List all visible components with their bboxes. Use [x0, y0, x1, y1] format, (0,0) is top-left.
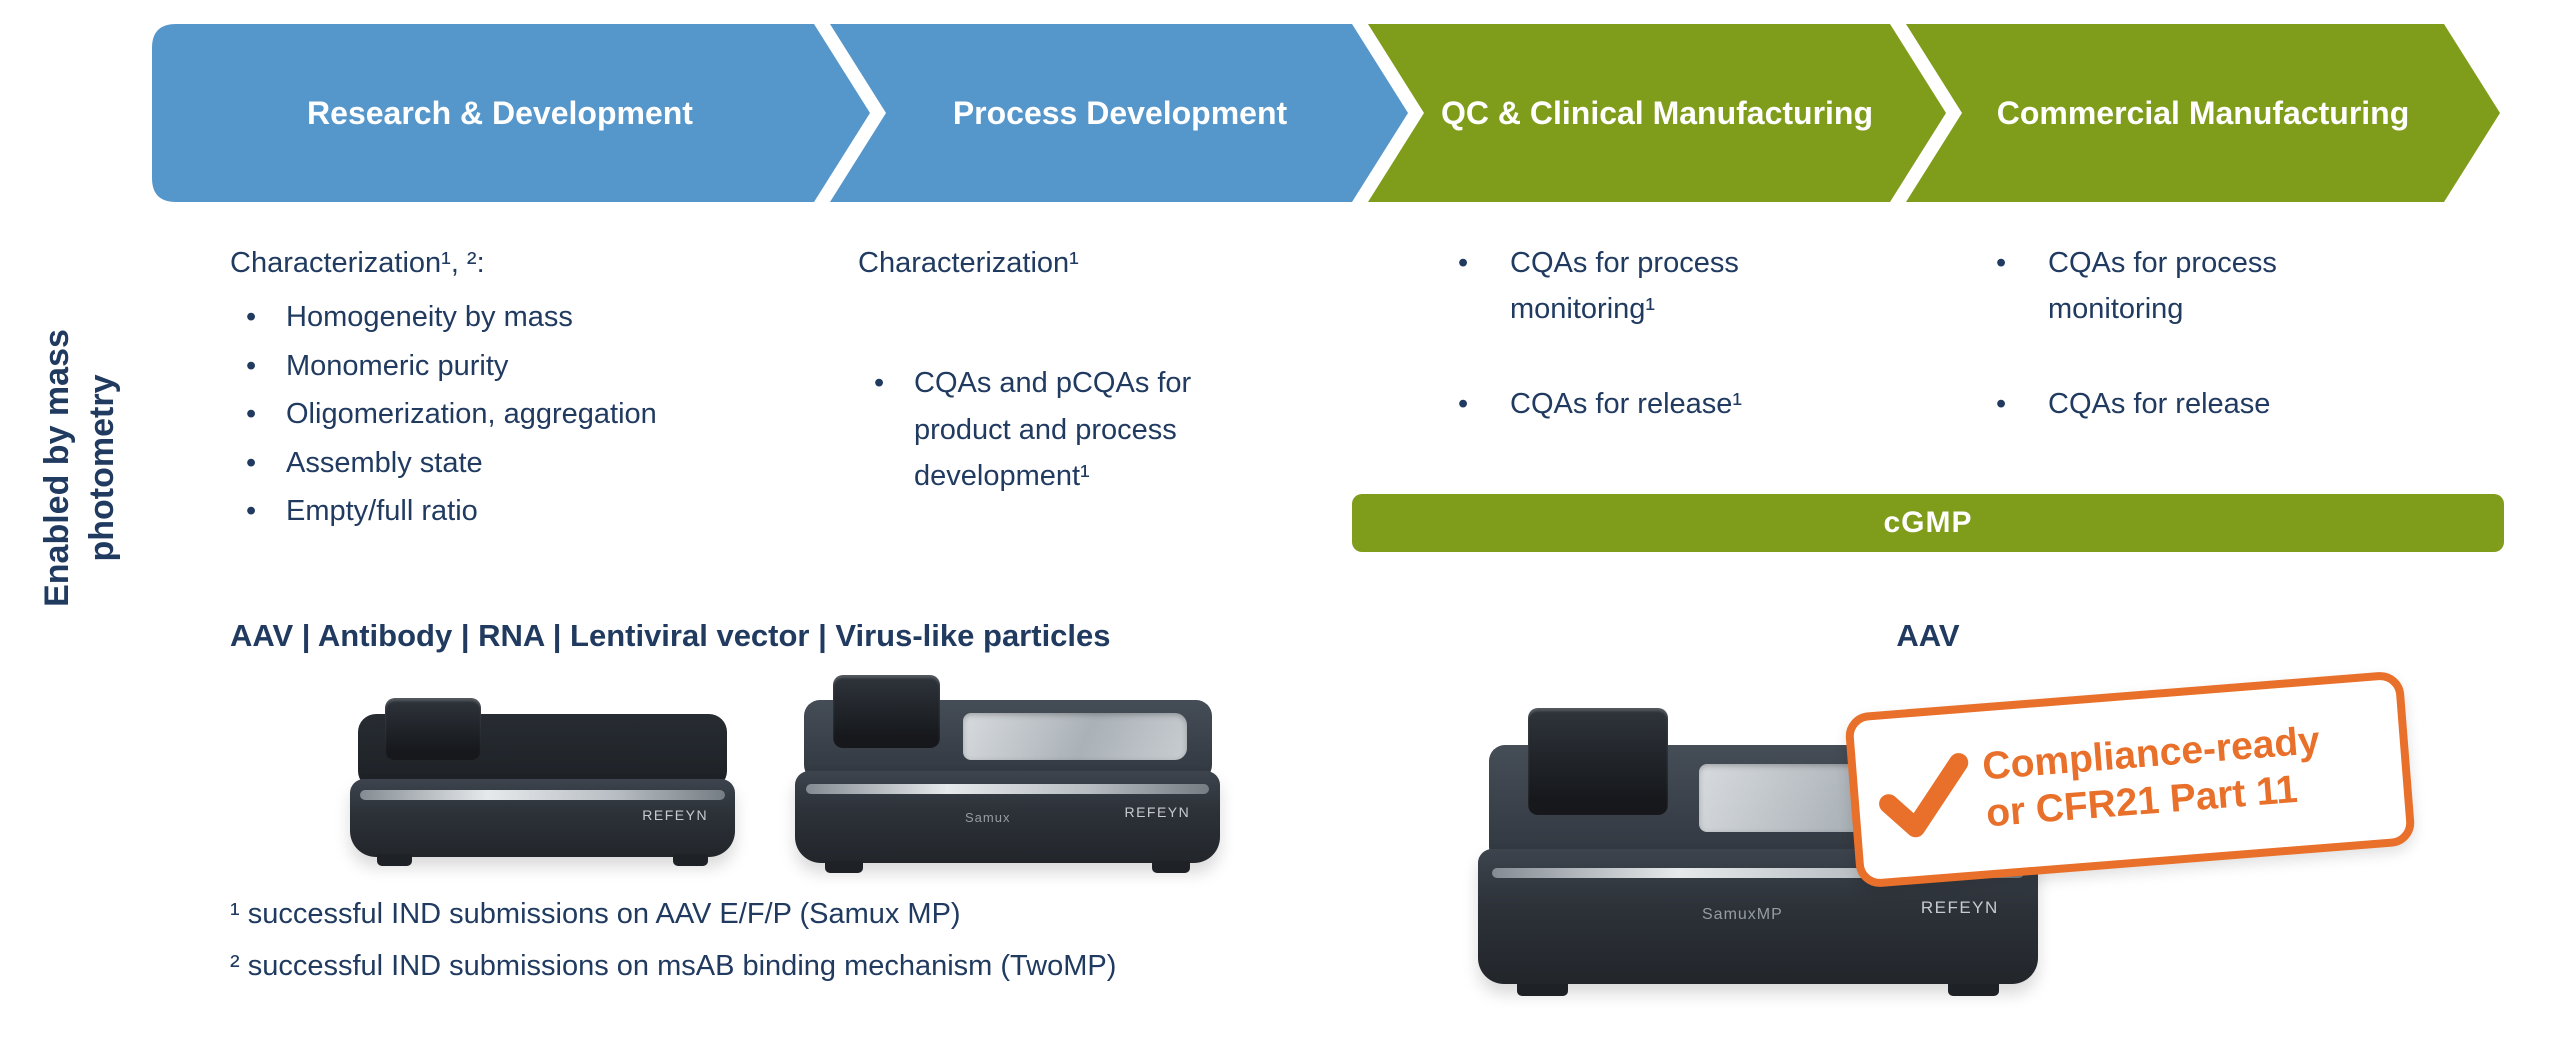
instrument-foot [376, 854, 412, 866]
check-icon [1879, 752, 1969, 837]
modalities-list: AAV | Antibody | RNA | Lentiviral vector… [230, 618, 1111, 653]
bullet-list: CQAs for process monitoring CQAs for rel… [1978, 240, 2358, 428]
stage-arrow-process-development [830, 24, 1408, 202]
cgmp-bar: cGMP [1352, 494, 2504, 552]
bullet-item: Oligomerization, aggregation [230, 391, 790, 438]
bullet-item: CQAs and pCQAs for product and process d… [858, 360, 1238, 499]
bullet-item: Homogeneity by mass [230, 294, 790, 341]
instrument-tray [962, 712, 1188, 760]
stage-banner: Research & Development Process Developme… [152, 24, 2500, 202]
stage-label-commercial-manufacturing: Commercial Manufacturing [1997, 95, 2410, 131]
instrument-brand-label: REFEYN [1920, 897, 1999, 917]
instrument-trim [805, 783, 1210, 794]
sample-chamber-lid [384, 698, 481, 760]
instrument-samuxmp: Samux REFEYN [795, 675, 1220, 873]
footnote-2: ² successful IND submissions on msAB bin… [230, 950, 1117, 982]
instrument-model-label: SamuxMP [1702, 905, 1783, 923]
bullet-list: Homogeneity by mass Monomeric purity Oli… [230, 294, 790, 534]
bullet-item: CQAs for release [1978, 381, 2358, 428]
instrument-foot [1152, 861, 1191, 873]
footnote-1: ¹ successful IND submissions on AAV E/F/… [230, 898, 961, 930]
column-qc-clinical-manufacturing: CQAs for process monitoring¹ CQAs for re… [1440, 240, 1820, 475]
sample-chamber-lid [833, 675, 940, 748]
stage-arrow-research-development [152, 24, 870, 202]
column-heading: Characterization¹, ²: [230, 247, 485, 279]
instrument-trim [1492, 867, 2024, 878]
instrument-trim [359, 789, 726, 800]
column-commercial-manufacturing: CQAs for process monitoring CQAs for rel… [1978, 240, 2358, 475]
instrument-body: REFEYN [350, 779, 735, 857]
side-label-line2: photometry [82, 374, 121, 562]
bullet-item: CQAs for process monitoring¹ [1440, 240, 1820, 333]
bullet-item: CQAs for process monitoring [1978, 240, 2358, 333]
instrument-foot [673, 854, 709, 866]
compliance-stamp: Compliance-ready or CFR21 Part 11 [1843, 670, 2417, 889]
side-label-line1: Enabled by mass [38, 329, 76, 607]
column-research-development: Characterization¹, ²: Homogeneity by mas… [230, 240, 790, 536]
stage-arrow-qc-clinical-manufacturing [1368, 24, 1946, 202]
instrument-body: Samux REFEYN [795, 771, 1220, 864]
bullet-item: Empty/full ratio [230, 488, 790, 535]
instrument-foot [1517, 984, 1568, 996]
column-process-development: Characterization¹ CQAs and pCQAs for pro… [858, 240, 1238, 502]
side-label-enabled-by-mass-photometry: Enabled by mass photometry [35, 238, 145, 698]
cgmp-label: cGMP [1883, 506, 1973, 539]
bullet-item: Assembly state [230, 440, 790, 487]
instrument-model-label: Samux [965, 809, 1011, 825]
instrument-twomp: REFEYN [350, 698, 735, 866]
stage-label-research-development: Research & Development [307, 95, 693, 131]
instrument-brand-label: REFEYN [1124, 804, 1191, 821]
stage-arrow-commercial-manufacturing [1906, 24, 2500, 202]
modalities-aav: AAV [1896, 618, 1960, 653]
column-heading: Characterization¹ [858, 247, 1079, 279]
sample-chamber-lid [1528, 708, 1669, 816]
bullet-list: CQAs and pCQAs for product and process d… [858, 360, 1238, 499]
bullet-list: CQAs for process monitoring¹ CQAs for re… [1440, 240, 1820, 428]
stage-label-qc-clinical-manufacturing: QC & Clinical Manufacturing [1441, 95, 1873, 131]
bullet-item: CQAs for release¹ [1440, 381, 1820, 428]
bullet-item: Monomeric purity [230, 343, 790, 390]
instrument-brand-label: REFEYN [642, 806, 709, 823]
instrument-foot [824, 861, 863, 873]
stage-label-process-development: Process Development [953, 95, 1288, 131]
compliance-stamp-text: Compliance-ready or CFR21 Part 11 [1981, 719, 2325, 837]
instrument-foot [1948, 984, 1999, 996]
